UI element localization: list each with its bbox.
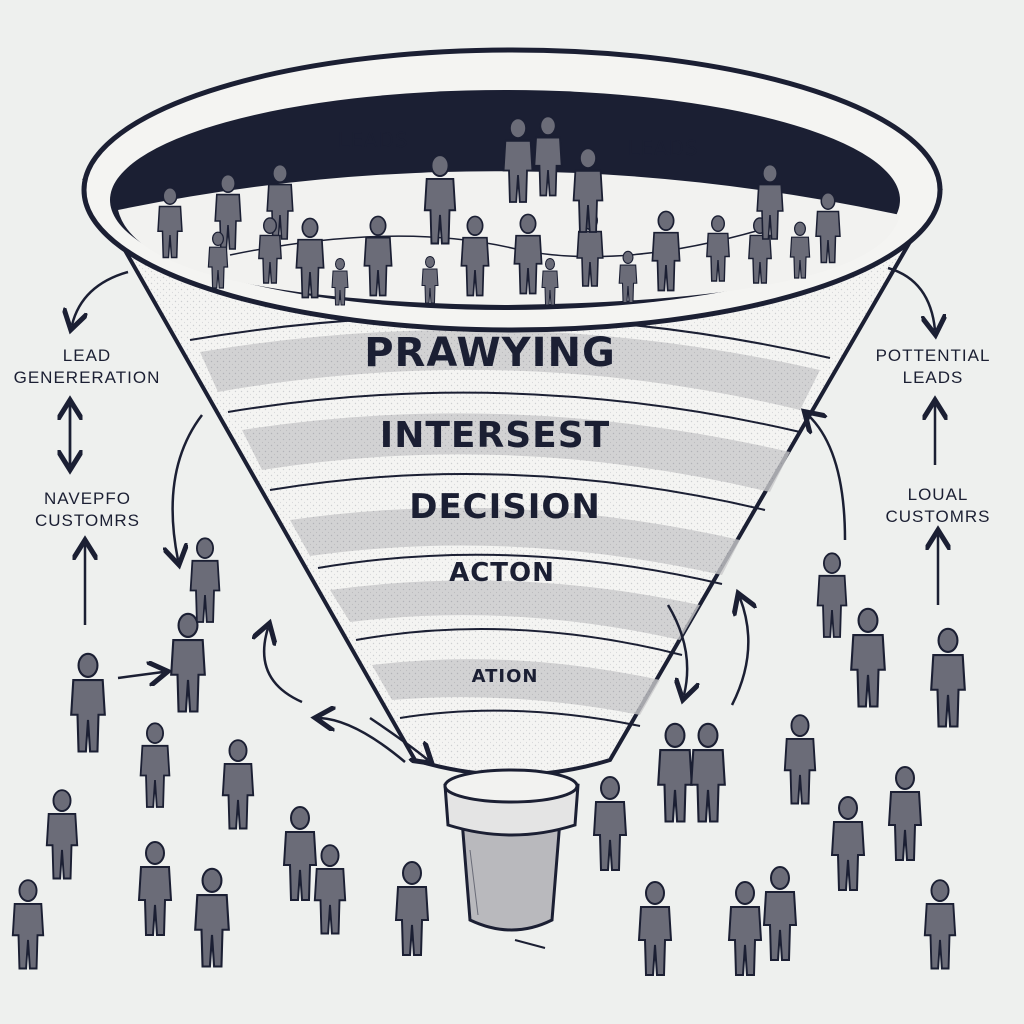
person-figure [592,776,628,871]
stage-label-1: PRAWYING [364,330,616,376]
person-figure [572,147,604,233]
stage-label-5: ATION [471,666,539,687]
arrow-to-spout [369,716,428,760]
person-figure [423,154,457,245]
crowd-outside-funnel [11,537,966,976]
person-figure [331,258,349,306]
flow-arrows [70,266,938,763]
person-figure [194,867,230,968]
person-figure [421,256,439,304]
person-figure [815,192,841,264]
person-figure [460,215,490,297]
person-figure [830,796,866,891]
person-figure [282,806,318,901]
person-figure [850,607,886,708]
person-figure [930,627,966,728]
arrow-from-spout [320,718,406,763]
person-figure [923,879,957,970]
right-top-label: POTTENTIAL LEADS [858,345,1008,389]
arrow-right-down [666,604,687,695]
arrow-funnel-left [173,414,203,560]
person-figure [157,187,183,259]
right-top-label-line-2: LEADS [902,368,964,387]
right-bottom-label-line-2: CUSTOMRS [885,507,991,526]
person-figure [207,231,229,289]
person-figure [887,766,923,861]
person-figure [756,163,784,240]
person-figure [618,250,638,304]
person-figure [690,722,726,823]
person-figure [541,258,559,306]
person-figure [502,117,534,203]
rim-label-right: LEADS [628,136,699,160]
person-figure [394,861,430,956]
person-figure [170,612,206,713]
left-bottom-label: NAVEPFO CUSTOMRS [20,488,155,532]
person-figure [783,714,817,805]
arrow-left-to-lead [72,270,129,325]
left-top-label-line-1: LEAD [62,346,112,365]
left-top-label-line-2: GENERERATION [13,368,161,387]
left-bottom-label-line-1: NAVEPFO [44,489,131,508]
left-bottom-label-line-2: CUSTOMRS [35,511,140,530]
person-figure [637,881,673,976]
arrow-right-top [887,266,935,330]
stage-label-3: DECISION [409,487,601,527]
person-figure [363,215,393,297]
person-figure [45,789,79,880]
person-figure [651,210,681,292]
person-figure [189,537,221,623]
person-figure [313,844,347,935]
crowd-inside-funnel [157,115,841,306]
person-figure [762,866,798,961]
person-figure [139,722,171,808]
person-figure [258,217,282,284]
person-figure [789,221,811,279]
person-figure [657,722,693,823]
arrow-person-right [117,672,163,678]
arrow-right-up [730,598,748,706]
stage-label-2: INTERSEST [379,415,611,456]
person-figure [706,215,730,282]
person-figure [295,217,325,299]
person-figure [533,115,563,197]
person-figure [221,739,255,830]
rim-label-left: LEADS [338,128,409,152]
arrow-arc-left [264,628,303,704]
person-figure [816,552,848,638]
stage-label-4: ACTON [449,558,555,588]
person-figure [513,213,543,295]
person-figure [727,881,763,976]
funnel-spout [443,768,580,949]
person-figure [70,652,106,753]
person-figure [137,841,173,936]
arrow-right-funnel [808,415,847,541]
person-figure [11,879,45,970]
left-top-label: LEAD GENERERATION [12,345,162,389]
right-bottom-label-line-1: LOUAL [907,485,969,504]
right-bottom-label: LOUAL CUSTOMRS [868,484,1008,528]
right-top-label-line-1: POTTENTIAL [875,346,991,365]
